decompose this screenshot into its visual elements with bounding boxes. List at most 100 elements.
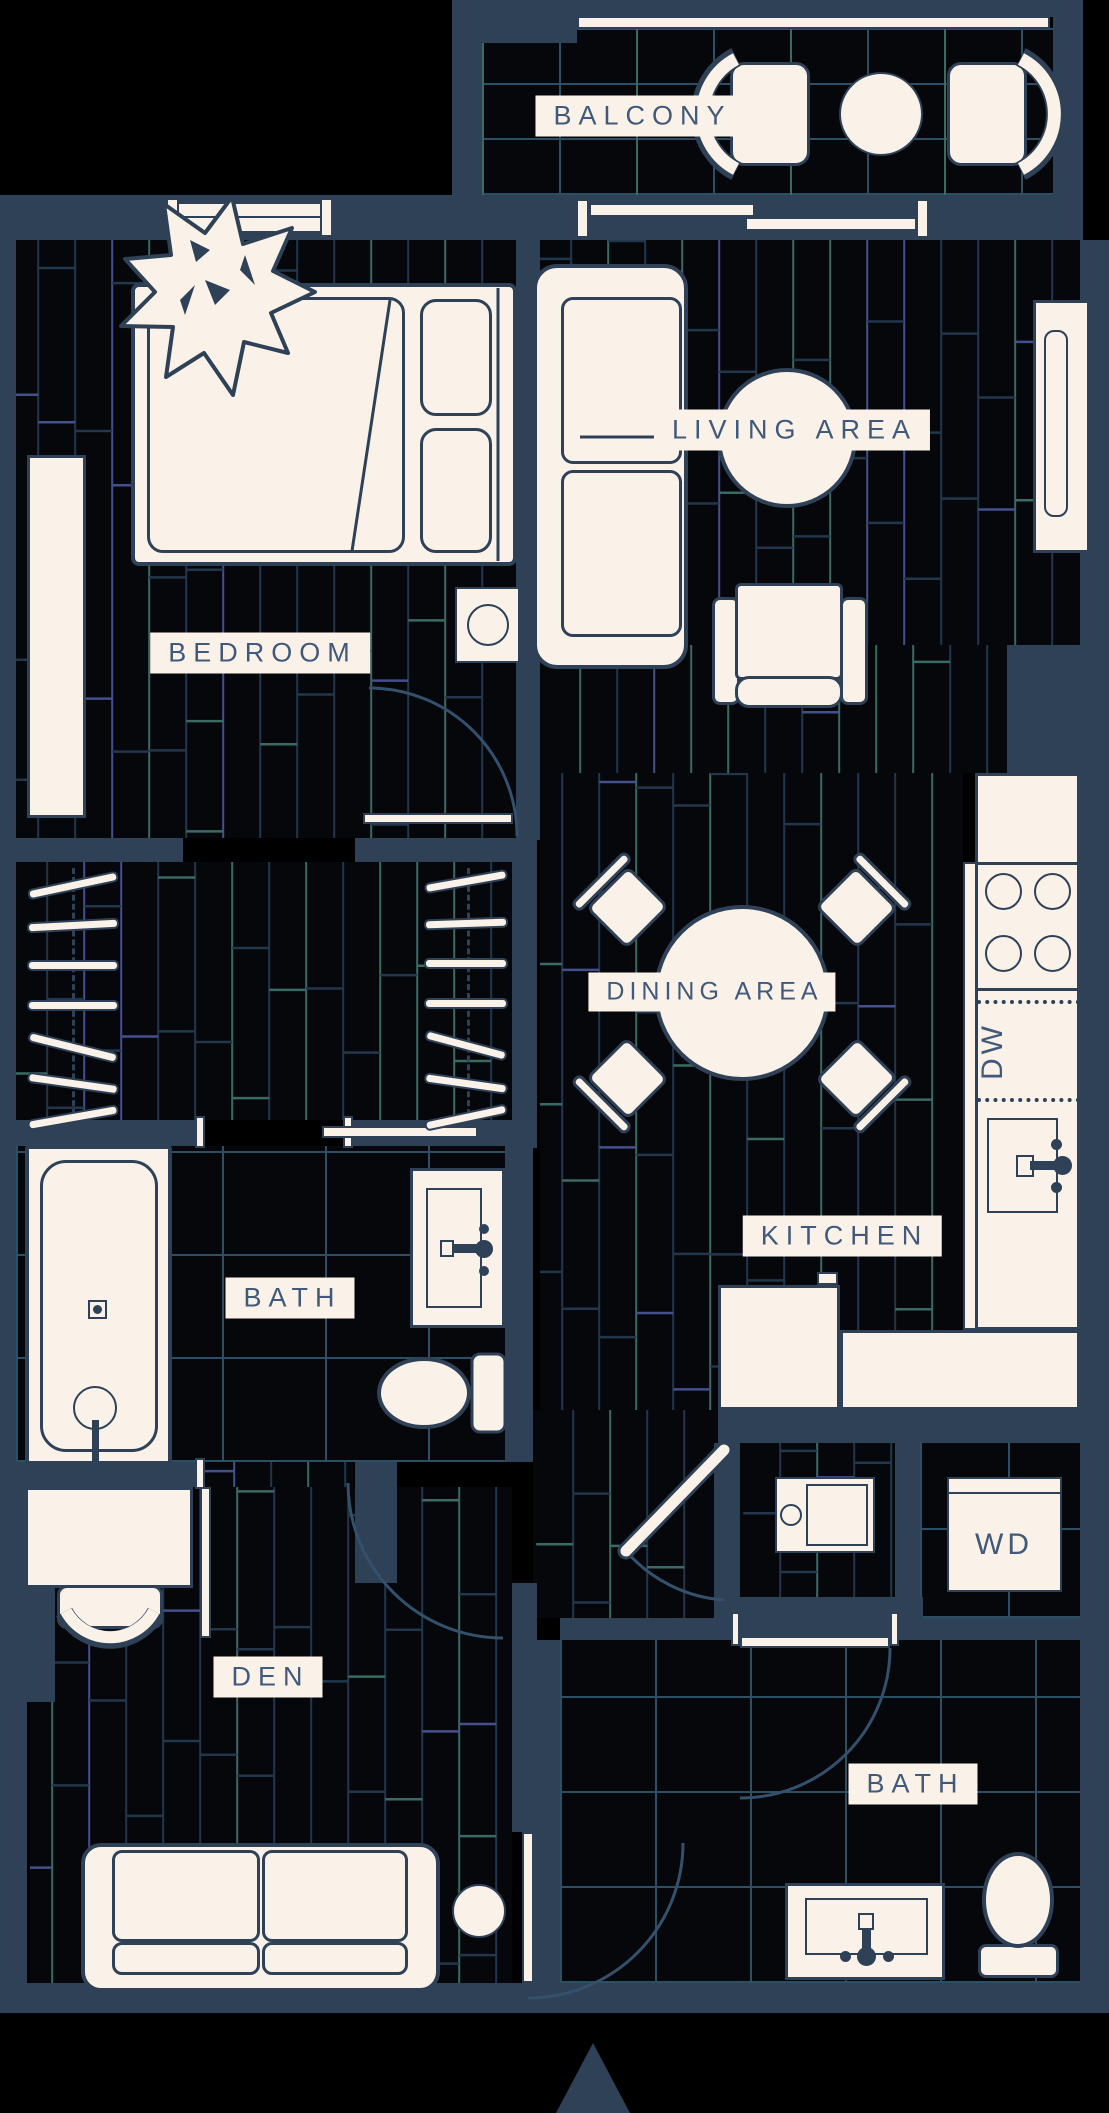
bath2-toilet-tank: [978, 1944, 1059, 1978]
tub-faucet: [73, 1386, 117, 1430]
bath2-faucet-knob: [840, 1951, 851, 1962]
bath2-faucet-knob: [883, 1951, 894, 1962]
tub-drain: [88, 1300, 107, 1319]
bath2-left-wall: [533, 1640, 560, 1983]
hanger-icon: [27, 1000, 119, 1011]
counter-section-line: [977, 988, 1080, 991]
jamb-cap: [731, 1612, 740, 1646]
den-sliding-door: [200, 1487, 211, 1638]
den-bottom-door-leaf: [522, 1832, 534, 1983]
kitchen-faucet-base: [1053, 1156, 1072, 1175]
dishwasher-label: DW: [976, 1022, 1009, 1080]
balcony-chair-seat: [947, 62, 1027, 166]
bath1-label: BATH: [225, 1277, 355, 1319]
table-lamp-icon: [467, 604, 509, 646]
fridge-handle: [817, 1272, 838, 1285]
bath2-top-wall: [560, 1618, 1080, 1640]
closet-right-wall: [512, 838, 537, 1148]
stove-burner-icon: [1034, 935, 1071, 972]
den-side-table: [452, 1884, 506, 1938]
balcony-slider-cap: [576, 199, 589, 238]
den-label: DEN: [213, 1656, 323, 1698]
dining-label: DINING AREA: [588, 972, 836, 1012]
den-doorway-floor: [203, 1462, 353, 1487]
den-door-stub: [355, 1462, 397, 1583]
laundry-appliance: [775, 1477, 875, 1553]
balcony-slider-panel: [745, 217, 917, 231]
balcony-left-wall: [452, 17, 482, 195]
washer-dryer-label: WD: [975, 1528, 1033, 1561]
north-arrow-icon: [556, 2043, 630, 2113]
den-sofa: [81, 1843, 440, 1992]
niche-left-wall: [714, 1443, 740, 1600]
bath2-faucet-spout: [862, 1928, 871, 1954]
jamb-cap: [195, 1458, 205, 1489]
den-top-wall: [0, 1462, 203, 1487]
appliance-knob: [780, 1504, 802, 1526]
stove-burner-icon: [985, 873, 1022, 910]
armchair-seat: [735, 583, 843, 680]
bedroom-door-leaf: [363, 813, 513, 824]
tv-icon: [1044, 330, 1068, 517]
dishwasher-dotted-line: [977, 1000, 1080, 1004]
den-sofa-front: [112, 1942, 260, 1975]
bed-duvet: [147, 297, 405, 553]
tub-faucet-stem: [92, 1420, 99, 1465]
den-sofa-front: [262, 1942, 408, 1975]
armchair-back: [735, 676, 843, 708]
kitchen-faucet-spout: [1030, 1161, 1060, 1170]
sofa-cushion: [561, 297, 682, 464]
kitchen-counter-bottom: [840, 1330, 1080, 1410]
bedroom-window-cap: [320, 198, 333, 237]
niche-bottom-wall: [714, 1597, 923, 1620]
jamb-cap: [890, 1612, 899, 1646]
balcony-railing: [577, 16, 1050, 29]
appliance-door: [806, 1484, 868, 1546]
living-label: LIVING AREA: [653, 409, 931, 451]
sofa-cushion: [561, 470, 682, 637]
bedroom-window-cap: [166, 198, 179, 237]
dresser: [27, 455, 86, 818]
balcony-label: BALCONY: [535, 95, 745, 137]
washer-dryer-line: [949, 1492, 1060, 1494]
left-wall-lower: [0, 1702, 27, 2013]
sofa: [533, 264, 688, 669]
left-wall-upper: [0, 195, 16, 1462]
kitchen-wall-block: [1007, 645, 1080, 773]
bath2-label: BATH: [848, 1763, 978, 1805]
bath2-pocket-door: [740, 1636, 890, 1648]
hanger-icon: [424, 958, 508, 969]
balcony-slider-panel: [589, 203, 755, 217]
kitchen-label: KITCHEN: [742, 1215, 942, 1257]
bath1-faucet-spout: [452, 1244, 482, 1253]
den-sofa-cushion: [112, 1850, 260, 1942]
tv-console: [1033, 300, 1090, 553]
bath1-faucet-knob: [479, 1266, 489, 1276]
den-sofa-cushion: [262, 1850, 408, 1942]
desk-chair-seat: [57, 1585, 163, 1629]
kitchen-counter-edge: [963, 862, 977, 1330]
closet-rod: [72, 868, 75, 1124]
bedroom-label: BEDROOM: [150, 632, 370, 674]
hanger-icon: [27, 960, 119, 971]
dishwasher-dotted-line: [977, 1098, 1080, 1102]
den-right-wall: [512, 1583, 537, 1832]
bedroom-window-mullion: [174, 216, 325, 218]
armchair-arm: [840, 597, 868, 705]
kitchen-bottom-wall: [718, 1410, 1109, 1443]
tub-drain-dot: [93, 1305, 102, 1314]
bedroom-bottom-wall-left: [16, 838, 183, 862]
bath1-faucet-base: [475, 1240, 493, 1258]
bath1-pocket-door: [322, 1126, 478, 1138]
bath1-faucet-knob: [479, 1224, 489, 1234]
jamb-cap: [195, 1116, 205, 1148]
balcony-slider-cap: [916, 199, 929, 238]
kitchen-faucet-knob: [1051, 1182, 1062, 1193]
washer-dryer: [947, 1477, 1062, 1592]
bedroom-bottom-wall-right: [355, 838, 517, 862]
bath2-faucet-base: [857, 1947, 876, 1966]
stove-burner-icon: [1034, 873, 1071, 910]
niche-divider-wall: [895, 1443, 920, 1597]
desk: [25, 1487, 193, 1588]
